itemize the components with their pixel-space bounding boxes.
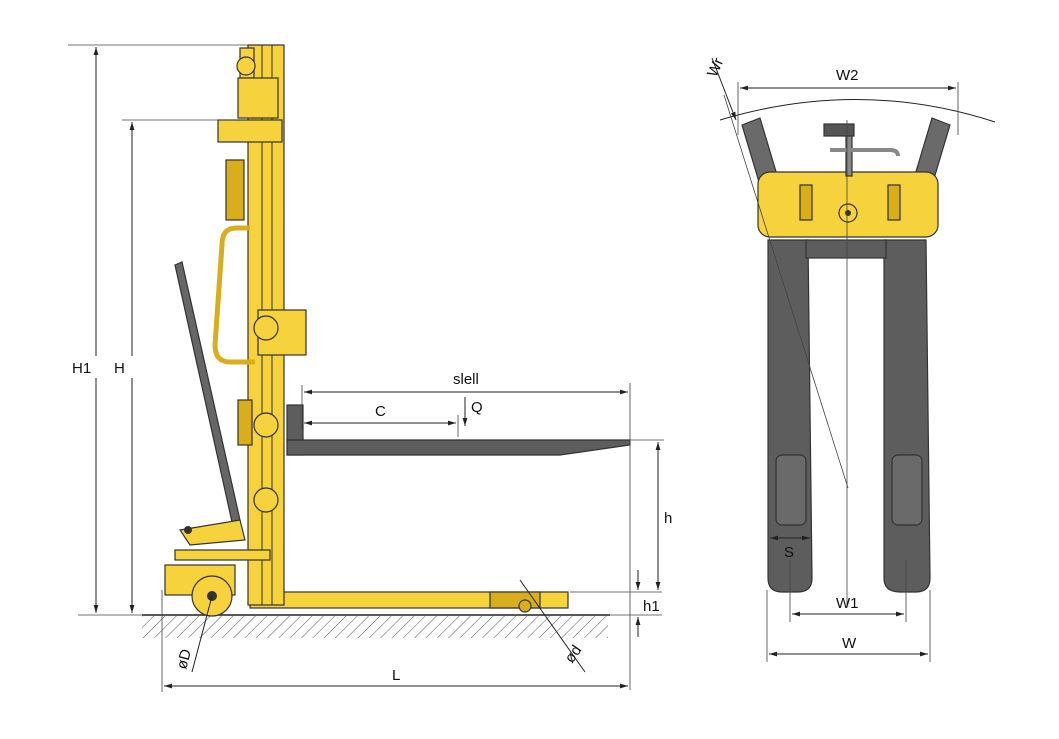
ground (142, 614, 610, 638)
front-forks (767, 239, 931, 593)
side-view: H1 H slell C Q h (68, 44, 672, 692)
mast (212, 44, 307, 606)
label-C: C (375, 403, 386, 420)
dim-phiD: øD (173, 595, 213, 673)
label-h1: h1 (643, 598, 660, 615)
dim-C: C (304, 403, 459, 437)
label-phiD: øD (173, 647, 195, 671)
dim-h1: h1 (570, 570, 662, 637)
dim-slell: slell (301, 371, 631, 690)
tiller-handle (174, 261, 271, 561)
label-W1: W1 (836, 595, 859, 612)
steer-wheel (164, 564, 236, 617)
label-Q: Q (471, 399, 483, 416)
front-carriage (757, 171, 939, 238)
dim-S: S (770, 535, 810, 561)
front-handle (823, 123, 900, 177)
label-W2: W2 (836, 67, 859, 84)
dim-W2: W2 (719, 67, 996, 135)
dim-L: L (161, 590, 628, 692)
dim-h: h (630, 439, 672, 590)
fork (286, 404, 631, 456)
dim-H1: H1 (68, 44, 248, 616)
label-L: L (392, 667, 400, 684)
dim-W: W (766, 590, 931, 662)
label-W: W (842, 635, 857, 652)
label-phid: ød (561, 642, 585, 666)
dim-phid: ød (519, 579, 586, 673)
dim-Wr: Wr (704, 55, 737, 121)
label-Wr: Wr (704, 55, 727, 79)
dim-H: H (112, 119, 238, 613)
label-H1: H1 (72, 360, 91, 377)
label-H: H (114, 360, 125, 377)
base-legs (249, 591, 569, 613)
dim-W1: W1 (789, 560, 907, 622)
label-h: h (664, 510, 672, 527)
label-slell: slell (453, 371, 479, 388)
label-S: S (784, 544, 794, 561)
front-view: W2 Wr S W1 W (704, 55, 996, 662)
load-Q: Q (462, 397, 483, 426)
